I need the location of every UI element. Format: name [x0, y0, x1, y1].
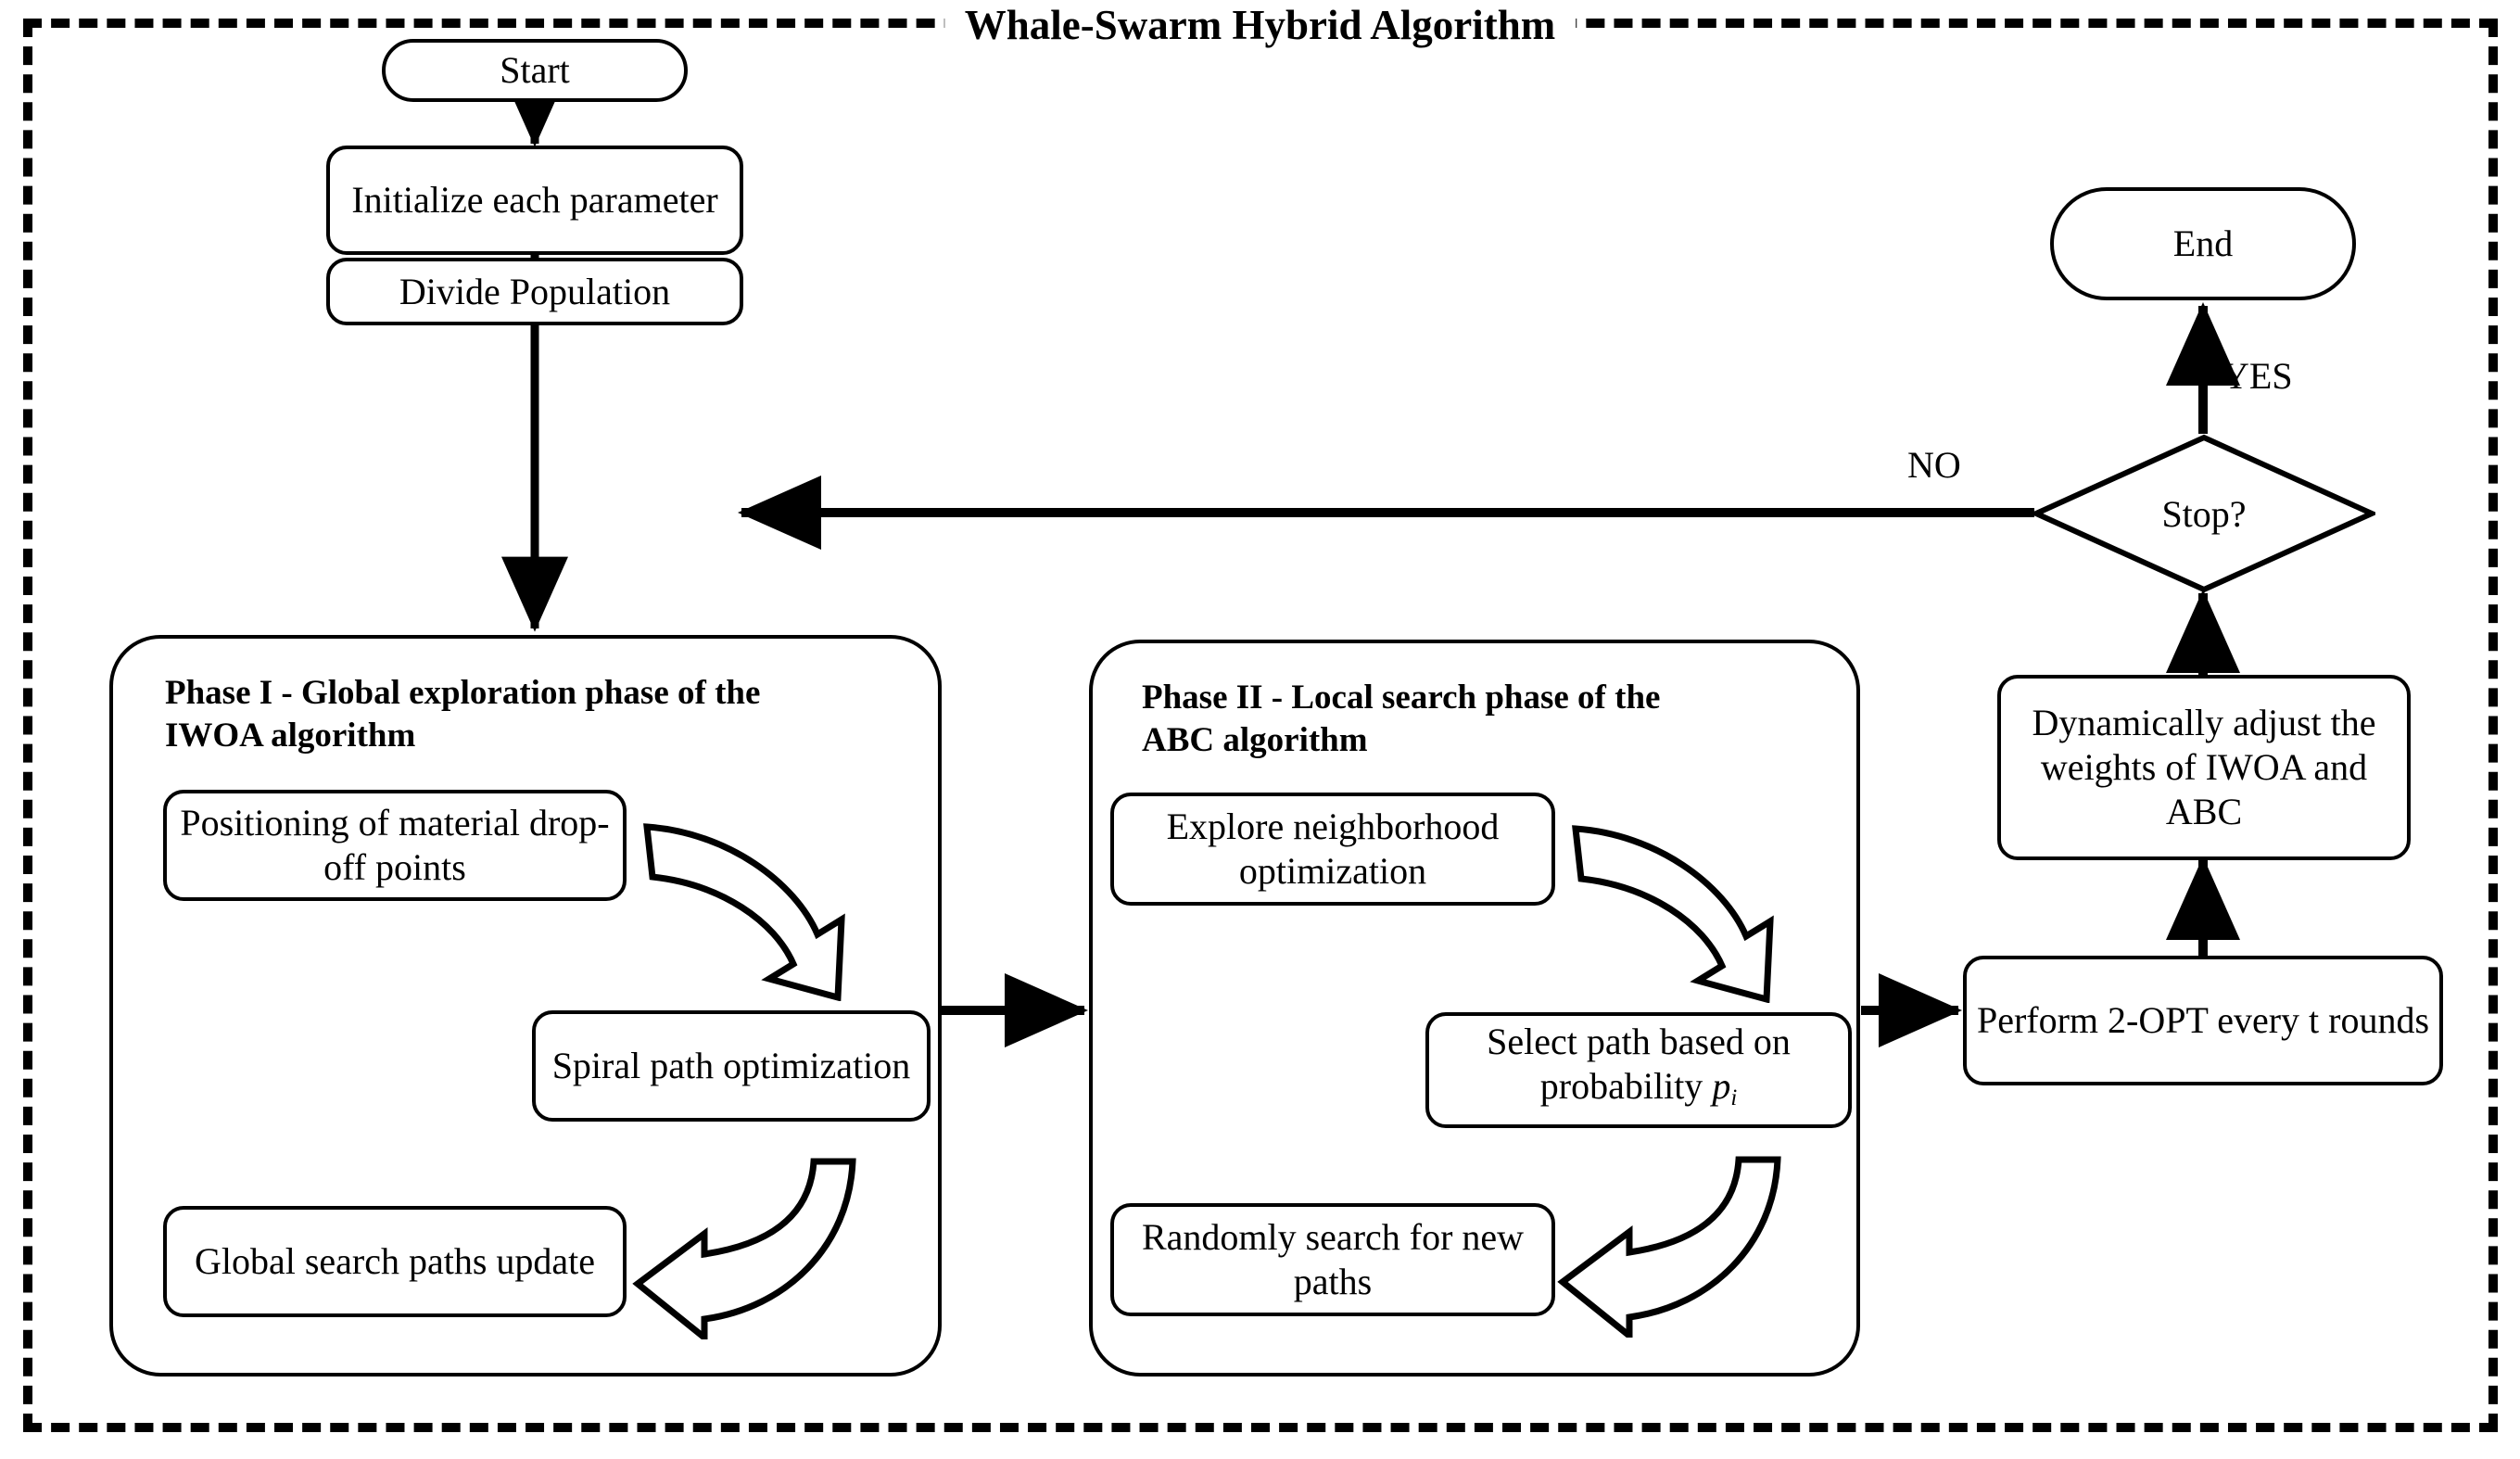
- node-initialize[interactable]: Initialize each parameter: [326, 146, 743, 255]
- curved-arrow-down-left-phase2: [1557, 1156, 1781, 1338]
- probability-subscript: i: [1730, 1085, 1738, 1110]
- edge-label-no: NO: [1907, 444, 1961, 486]
- phase-one-step-3[interactable]: Global search paths update: [163, 1206, 627, 1317]
- phase-two-step-2-text: Select path based on probability pi: [1438, 1020, 1839, 1121]
- phase-two-step-3[interactable]: Randomly search for new paths: [1110, 1203, 1555, 1316]
- phase-two-step-2[interactable]: Select path based on probability pi: [1425, 1012, 1852, 1128]
- node-two-opt[interactable]: Perform 2-OPT every t rounds: [1963, 956, 2443, 1085]
- node-start[interactable]: Start: [382, 39, 688, 102]
- phase-one-step-2[interactable]: Spiral path optimization: [532, 1010, 931, 1122]
- phase-one-step-1[interactable]: Positioning of material drop-off points: [163, 790, 627, 901]
- diamond-shape: [2032, 434, 2375, 593]
- node-end[interactable]: End: [2050, 187, 2356, 300]
- phase-two-step-1[interactable]: Explore neighborhood optimization: [1110, 793, 1555, 906]
- node-stop-decision[interactable]: Stop?: [2032, 434, 2375, 593]
- phase-one-title: Phase I - Global exploration phase of th…: [165, 674, 761, 755]
- node-dynamic-weights[interactable]: Dynamically adjust the weights of IWOA a…: [1997, 675, 2411, 860]
- node-divide-population[interactable]: Divide Population: [326, 258, 743, 325]
- page-title: Whale-Swarm Hybrid Algorithm: [943, 2, 1577, 48]
- phase-two-step-2-label: Select path based on probability: [1487, 1021, 1791, 1108]
- edge-label-yes: YES: [2222, 355, 2293, 397]
- curved-arrow-down-left-phase1: [632, 1158, 856, 1339]
- node-stop-label: Stop?: [2161, 492, 2247, 535]
- phase-two-title: Phase II - Local search phase of the ABC…: [1142, 679, 1661, 759]
- curved-arrow-down-right-phase1: [643, 823, 845, 1001]
- probability-symbol: p: [1712, 1065, 1731, 1108]
- curved-arrow-down-right-phase2: [1572, 825, 1774, 1003]
